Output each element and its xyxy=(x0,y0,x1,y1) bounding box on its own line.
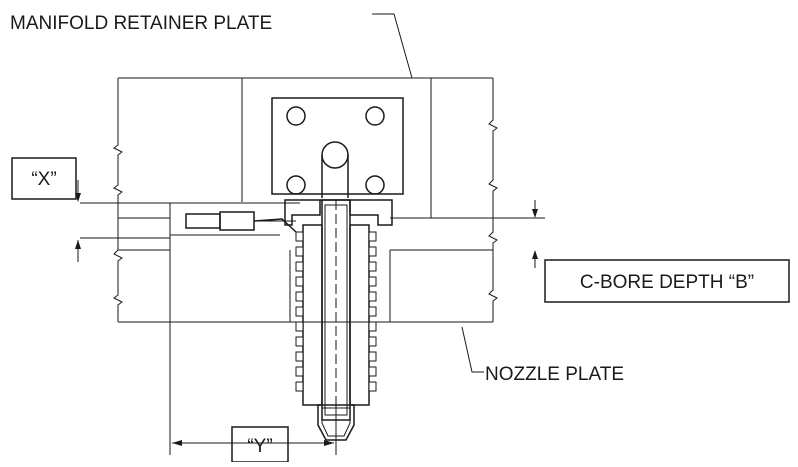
heater-coil-left xyxy=(295,231,304,392)
nozzle-plate-label: NOZZLE PLATE xyxy=(485,364,624,385)
dim-x-arrows xyxy=(75,180,81,262)
cbore-depth-label-box xyxy=(544,259,790,303)
dim-x-label: “X” xyxy=(31,169,56,190)
dim-x-label-box xyxy=(11,157,77,200)
manifold-retainer-plate xyxy=(118,77,493,219)
heater-coil-right xyxy=(368,231,377,392)
left-break-line xyxy=(113,78,123,322)
dim-y-arrows xyxy=(172,420,337,455)
dim-y-label: “Y” xyxy=(247,436,272,457)
manifold-retainer-leader-line xyxy=(372,13,413,79)
cbore-depth-label: C-BORE DEPTH “B” xyxy=(580,272,754,293)
thermocouple xyxy=(185,211,297,233)
dim-b-arrows xyxy=(404,200,545,268)
manifold-retainer-plate-label: MANIFOLD RETAINER PLATE xyxy=(10,13,272,34)
manifold-block xyxy=(271,97,404,198)
nozzle-head xyxy=(284,199,393,226)
nozzle-body xyxy=(302,199,370,421)
nozzle-plate-leader-line xyxy=(461,326,484,373)
wire-channel xyxy=(80,202,300,455)
nozzle-plate xyxy=(118,234,493,323)
right-break-line xyxy=(488,78,498,322)
